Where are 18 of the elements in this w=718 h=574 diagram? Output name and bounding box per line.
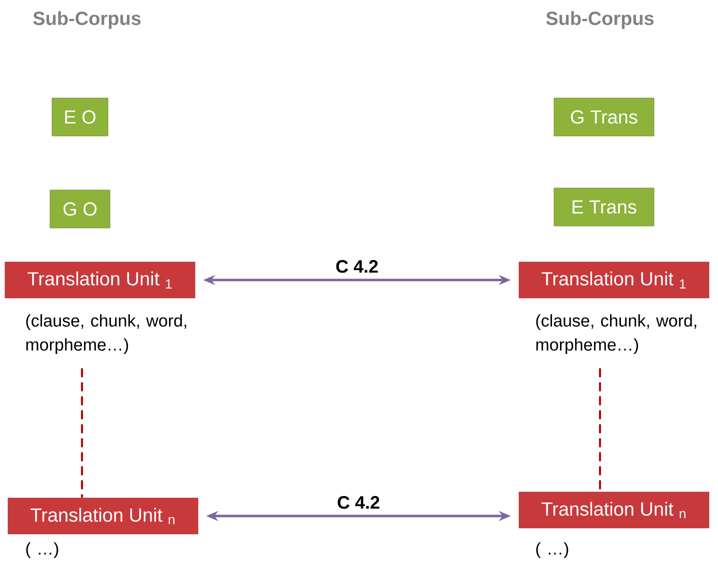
label-box: G O: [50, 190, 110, 228]
note-text: (clause, chunk, word, morpheme…): [536, 314, 696, 354]
note-text: (clause, chunk, word, morpheme…): [26, 314, 186, 354]
edge-label: C 4.2: [336, 260, 378, 273]
label-box: E Trans: [554, 188, 654, 226]
unit-box: Translation Unit $_{1}$: [518, 262, 710, 298]
note-text: ( …): [26, 542, 58, 558]
label-box: E O: [52, 98, 108, 136]
label-box: G Trans: [554, 98, 654, 136]
connector-line: [81, 368, 83, 498]
unit-box: Translation Unit $_{1}$: [4, 262, 196, 298]
unit-box: Translation Unit $_{n}$: [518, 492, 710, 528]
note-text: ( …): [536, 542, 568, 558]
column-heading: Sub-Corpus: [33, 11, 141, 29]
edge-label: C 4.2: [338, 496, 380, 509]
column-heading: Sub-Corpus: [546, 11, 654, 29]
unit-box: Translation Unit $_{n}$: [8, 498, 198, 534]
connector-line: [599, 368, 601, 492]
